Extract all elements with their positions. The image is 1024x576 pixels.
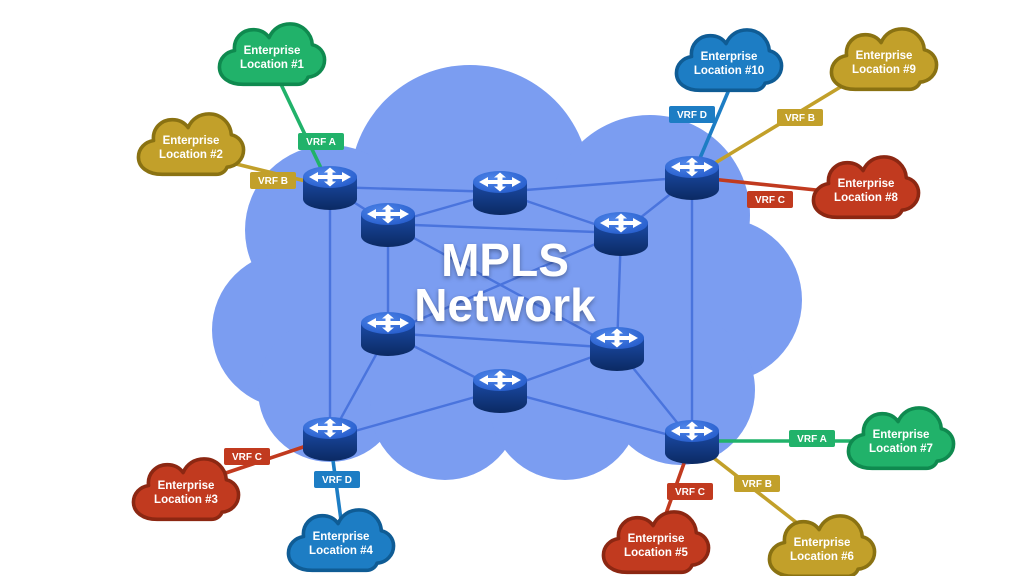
- core-link: [387, 231, 622, 335]
- vrf-label-location-1: VRF A: [298, 133, 344, 150]
- vrf-label-text: VRF D: [322, 475, 352, 486]
- location-label-line2: Location #8: [834, 192, 899, 204]
- pe-router-bottom-right: [665, 420, 719, 464]
- vrf-label-location-8: VRF C: [747, 191, 793, 208]
- vrf-label-box: [298, 133, 344, 150]
- core-link: [329, 185, 501, 194]
- pe-router-top-left: [303, 166, 357, 210]
- core-router-upper-right: [594, 212, 648, 256]
- vrf-label-box: [669, 106, 715, 123]
- location-label-line2: Location #2: [159, 149, 223, 161]
- vrf-label-location-2: VRF B: [250, 172, 296, 189]
- enterprise-clouds: Enterprise Location #1 Enterprise Locati…: [131, 22, 956, 576]
- enterprise-location-5: Enterprise Location #5: [601, 510, 711, 575]
- vrf-label-text: VRF B: [785, 113, 815, 124]
- vrf-label-box: [224, 448, 270, 465]
- core-router-lower-left: [361, 312, 415, 356]
- network-title: MPLS Network: [414, 234, 596, 331]
- core-router-bottom: [473, 369, 527, 413]
- core-router-upper-left: [361, 203, 415, 247]
- enterprise-location-1: Enterprise Location #1: [217, 22, 327, 87]
- vrf-label-text: VRF A: [306, 137, 336, 148]
- location-label-line1: Enterprise: [838, 178, 895, 190]
- enterprise-location-7: Enterprise Location #7: [846, 406, 956, 471]
- enterprise-location-2: Enterprise Location #2: [136, 112, 246, 177]
- vrf-labels: VRF A VRF B VRF C VRF D VRF C VRF B VRF …: [224, 106, 835, 500]
- vrf-label-text: VRF C: [232, 452, 262, 463]
- enterprise-location-8: Enterprise Location #8: [811, 155, 921, 220]
- vrf-label-location-3: VRF C: [224, 448, 270, 465]
- vrf-label-box: [777, 109, 823, 126]
- vrf-label-location-5: VRF C: [667, 483, 713, 500]
- location-label-line1: Enterprise: [701, 51, 758, 63]
- core-link: [387, 331, 618, 350]
- enterprise-location-3: Enterprise Location #3: [131, 457, 241, 522]
- core-link: [499, 175, 693, 194]
- vrf-label-location-6: VRF B: [734, 475, 780, 492]
- location-label-line2: Location #10: [694, 65, 764, 77]
- enterprise-location-6: Enterprise Location #6: [767, 514, 877, 576]
- location-label-line2: Location #4: [309, 545, 374, 557]
- vrf-label-text: VRF B: [742, 479, 772, 490]
- core-router-lower-right: [590, 327, 644, 371]
- vrf-label-box: [250, 172, 296, 189]
- vrf-label-box: [667, 483, 713, 500]
- location-label-line2: Location #1: [240, 59, 305, 71]
- enterprise-location-10: Enterprise Location #10: [674, 28, 784, 93]
- core-router-top: [473, 171, 527, 215]
- core-link: [387, 222, 618, 350]
- network-title-line2: Network: [414, 279, 596, 331]
- vrf-label-text: VRF B: [258, 176, 288, 187]
- location-label-line2: Location #3: [154, 494, 218, 506]
- location-label-line2: Location #6: [790, 551, 854, 563]
- core-link: [387, 222, 622, 235]
- location-label-line1: Enterprise: [794, 537, 851, 549]
- vrf-label-location-10: VRF D: [669, 106, 715, 123]
- location-label-line1: Enterprise: [313, 531, 370, 543]
- enterprise-location-9: Enterprise Location #9: [829, 27, 939, 92]
- access-link-location-9: [690, 78, 854, 179]
- network-title-line1: MPLS: [441, 234, 569, 286]
- vrf-label-box: [789, 430, 835, 447]
- location-label-line1: Enterprise: [628, 533, 685, 545]
- location-label-line1: Enterprise: [244, 45, 301, 57]
- location-label-line2: Location #7: [869, 443, 933, 455]
- vrf-label-text: VRF D: [677, 110, 707, 121]
- vrf-label-location-9: VRF B: [777, 109, 823, 126]
- location-label-line1: Enterprise: [856, 50, 913, 62]
- vrf-label-location-7: VRF A: [789, 430, 835, 447]
- location-label-line2: Location #5: [624, 547, 689, 559]
- pe-router-top-right: [665, 156, 719, 200]
- vrf-label-text: VRF C: [755, 195, 785, 206]
- location-label-line1: Enterprise: [873, 429, 930, 441]
- location-label-line1: Enterprise: [158, 480, 215, 492]
- core-link: [499, 388, 693, 443]
- vrf-label-box: [734, 475, 780, 492]
- core-link: [329, 388, 501, 440]
- location-label-line2: Location #9: [852, 64, 916, 76]
- vrf-label-text: VRF A: [797, 434, 827, 445]
- vrf-label-text: VRF C: [675, 487, 705, 498]
- vrf-label-box: [747, 191, 793, 208]
- vrf-label-box: [314, 471, 360, 488]
- vrf-label-location-4: VRF D: [314, 471, 360, 488]
- enterprise-location-4: Enterprise Location #4: [286, 508, 396, 573]
- location-label-line1: Enterprise: [163, 135, 220, 147]
- pe-router-bottom-left: [303, 417, 357, 461]
